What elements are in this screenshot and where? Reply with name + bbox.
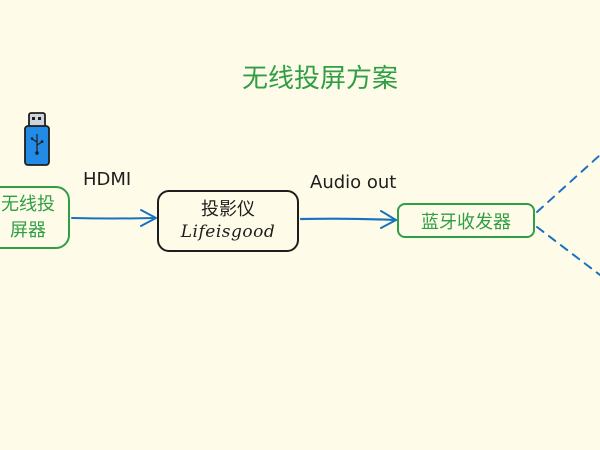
diagram-title: 无线投屏方案 <box>241 64 398 94</box>
projector-node: 投影仪 Lifeisgood <box>157 190 299 252</box>
projector-node-brand: Lifeisgood <box>180 222 276 242</box>
bluetooth-transceiver-node: 蓝牙收发器 <box>397 203 535 238</box>
usb-drive-icon <box>24 112 50 170</box>
bluetooth-node-label: 蓝牙收发器 <box>421 211 511 233</box>
audio-out-arrow <box>299 210 398 229</box>
projector-node-title: 投影仪 <box>201 199 255 220</box>
wireless-screen-node: 无线投 屏器 <box>0 186 70 249</box>
wireless-node-line1: 无线投 <box>1 193 55 215</box>
bluetooth-dashed-link-upper <box>536 154 600 213</box>
bluetooth-dashed-link-lower <box>536 226 600 276</box>
hdmi-arrow <box>71 209 157 227</box>
wireless-node-line2: 屏器 <box>10 219 46 241</box>
audio-out-label: Audio out <box>310 172 397 193</box>
hdmi-label: HDMI <box>83 169 132 190</box>
